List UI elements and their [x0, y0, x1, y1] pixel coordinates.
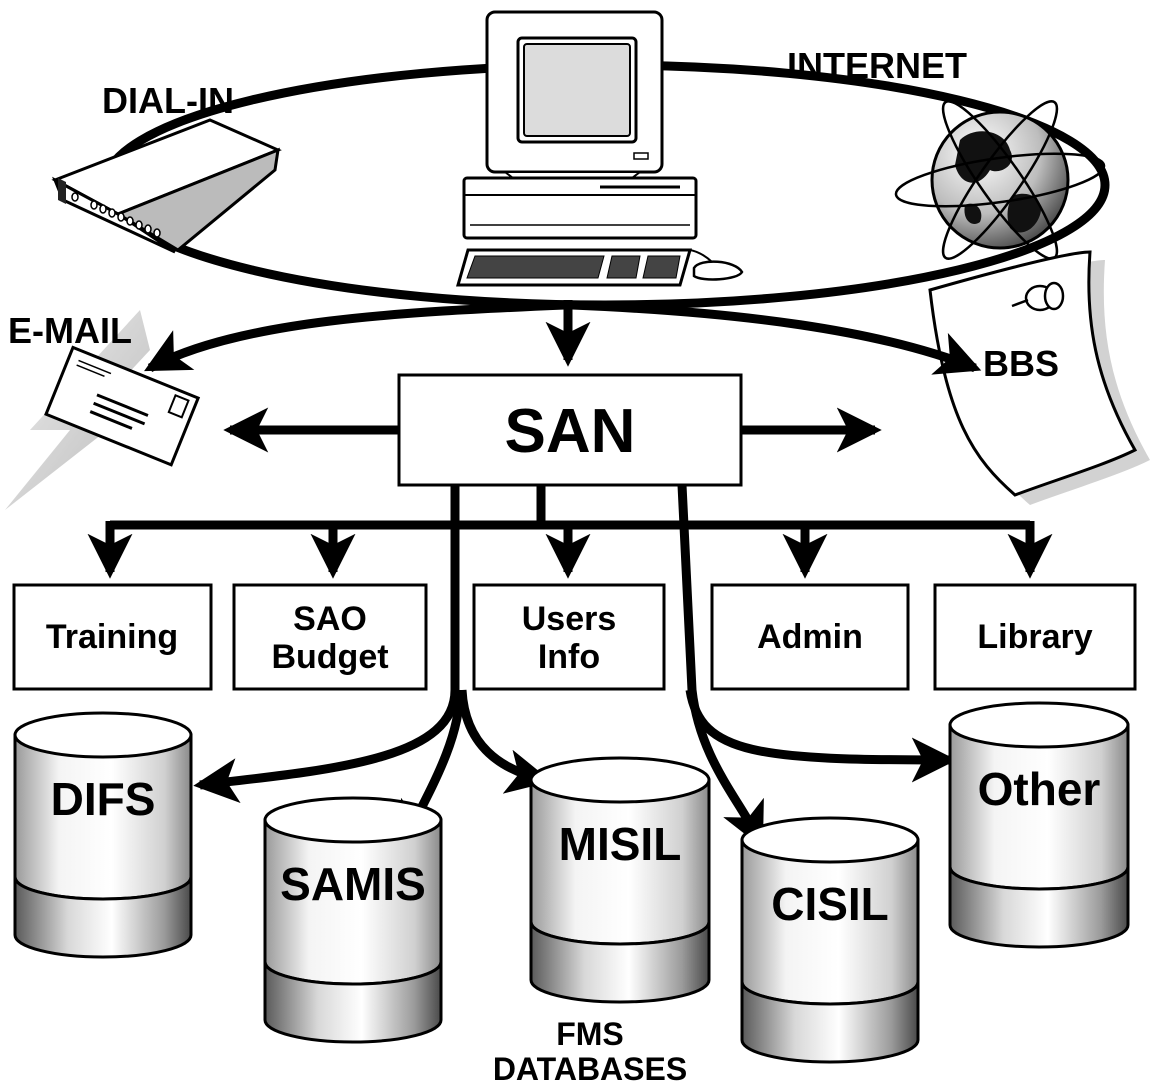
database-misil-label: MISIL — [559, 818, 682, 870]
database-misil: MISIL — [529, 756, 711, 1004]
fms-label-line2: DATABASES — [493, 1051, 687, 1087]
dial-in-label: DIAL-IN — [102, 80, 234, 121]
internet-label: INTERNET — [787, 45, 967, 86]
pushpin-icon — [1011, 281, 1065, 312]
box-sao-budget-line1: SAO — [293, 600, 367, 638]
modem-icon — [51, 118, 282, 254]
database-samis-label: SAMIS — [280, 858, 426, 910]
database-cisil: CISIL — [740, 816, 920, 1064]
database-difs: DIFS — [13, 711, 193, 959]
box-sao-budget-line2: Budget — [271, 638, 388, 676]
box-users-info-line2: Info — [538, 638, 600, 676]
box-admin: Admin — [710, 583, 910, 691]
bulletin-note-icon — [928, 250, 1150, 505]
fms-label-line1: FMS — [556, 1016, 624, 1052]
box-training: Training — [12, 583, 213, 691]
database-samis: SAMIS — [263, 796, 443, 1044]
ring-arrows — [144, 300, 982, 375]
arrow-to-other — [685, 689, 957, 783]
box-library: Library — [933, 583, 1137, 691]
database-difs-label: DIFS — [51, 773, 156, 825]
envelope-icon — [44, 345, 201, 467]
box-users-info: Users Info — [472, 583, 666, 691]
database-other: Other — [948, 701, 1130, 949]
arrow-to-misil — [457, 689, 552, 794]
box-users-info-line1: Users — [522, 600, 617, 638]
email-label: E-MAIL — [8, 310, 132, 351]
globe-icon — [894, 100, 1106, 260]
arrow-ring-to-bbs — [571, 300, 982, 375]
box-library-label: Library — [977, 618, 1092, 656]
box-sao-budget: SAO Budget — [232, 583, 428, 691]
database-cisil-label: CISIL — [771, 878, 889, 930]
computer-icon — [456, 10, 744, 287]
box-training-label: Training — [46, 618, 178, 656]
database-arrows — [193, 484, 957, 849]
san-label: SAN — [505, 397, 636, 466]
database-other-label: Other — [978, 763, 1101, 815]
arrow-to-difs — [193, 485, 460, 803]
box-admin-label: Admin — [757, 618, 863, 656]
bbs-label: BBS — [983, 343, 1059, 384]
san-box — [397, 373, 743, 487]
arrow-ring-to-email — [144, 300, 566, 372]
branch-lines — [87, 485, 1053, 579]
